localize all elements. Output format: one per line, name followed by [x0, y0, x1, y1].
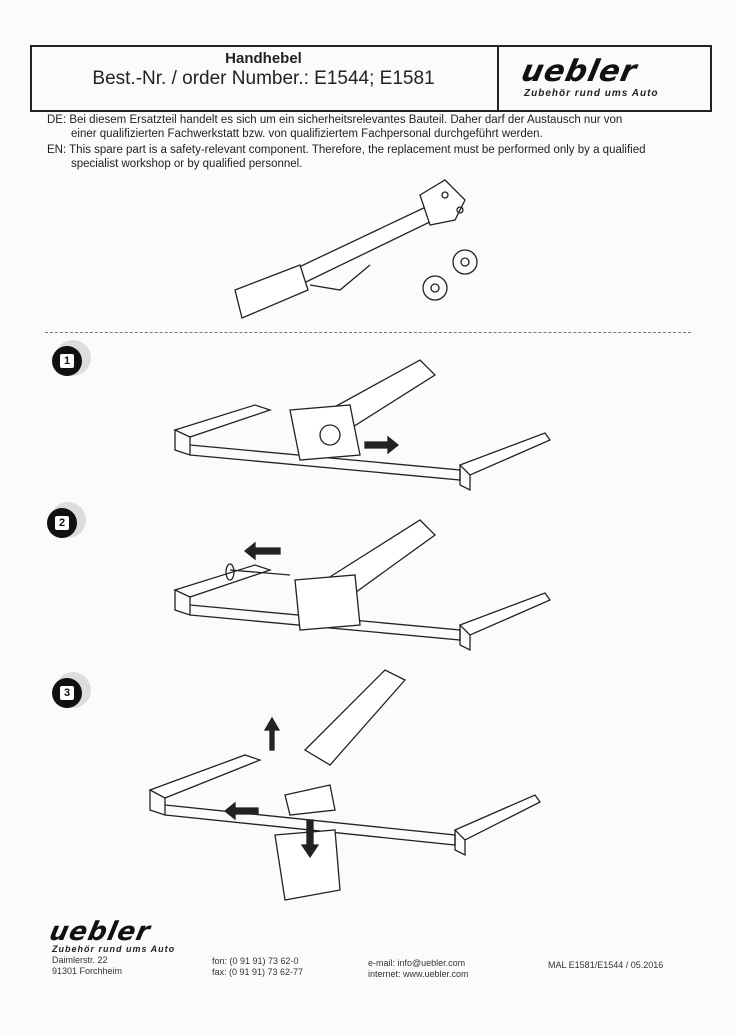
notice-de: DE: Bei diesem Ersatzteil handelt es sic… — [47, 113, 622, 141]
footer-doc-ref: MAL E1581/E1544 / 05.2016 — [548, 960, 664, 970]
step-badge-3: 3 — [52, 678, 82, 708]
footer-phone-fax: fon: (0 91 91) 73 62-0 fax: (0 91 91) 73… — [212, 956, 303, 978]
step-badge-2: 2 — [47, 508, 77, 538]
step-2-illustration — [173, 519, 551, 652]
header-divider — [497, 45, 499, 112]
footer-logo-tagline: Zubehör rund ums Auto — [52, 944, 176, 954]
footer-logo: uebler — [46, 917, 154, 947]
notice-en-line2: specialist workshop or by qualified pers… — [71, 158, 303, 170]
footer-address: Daimlerstr. 22 91301 Forchheim — [52, 955, 122, 977]
notice-en-line1: EN: This spare part is a safety-relevant… — [47, 144, 646, 156]
hand-lever-illustration — [234, 179, 478, 319]
footer-email: e-mail: info@uebler.com — [368, 958, 466, 968]
header-logo-tagline: Zubehör rund ums Auto — [524, 88, 659, 99]
step-3-illustration — [148, 669, 541, 901]
header-box — [30, 45, 712, 112]
header-logo: uebler — [518, 54, 641, 89]
footer-internet: internet: www.uebler.com — [368, 969, 469, 979]
notice-de-line2: einer qualifizierten Fachwerkstatt bzw. … — [71, 128, 543, 140]
step-1-illustration — [173, 359, 551, 492]
document-title: Handhebel — [225, 50, 302, 67]
footer-contact: e-mail: info@uebler.com internet: www.ue… — [368, 958, 469, 980]
footer-city: 91301 Forchheim — [52, 966, 123, 976]
step-badge-1: 1 — [52, 346, 82, 376]
section-divider — [45, 332, 691, 333]
footer-fax: fax: (0 91 91) 73 62-77 — [212, 967, 304, 977]
notice-de-line1: DE: Bei diesem Ersatzteil handelt es sic… — [47, 114, 623, 126]
footer-street: Daimlerstr. 22 — [52, 955, 108, 965]
footer-phone: fon: (0 91 91) 73 62-0 — [212, 956, 299, 966]
notice-en: EN: This spare part is a safety-relevant… — [47, 143, 646, 171]
order-number: Best.-Nr. / order Number.: E1544; E1581 — [92, 68, 435, 89]
